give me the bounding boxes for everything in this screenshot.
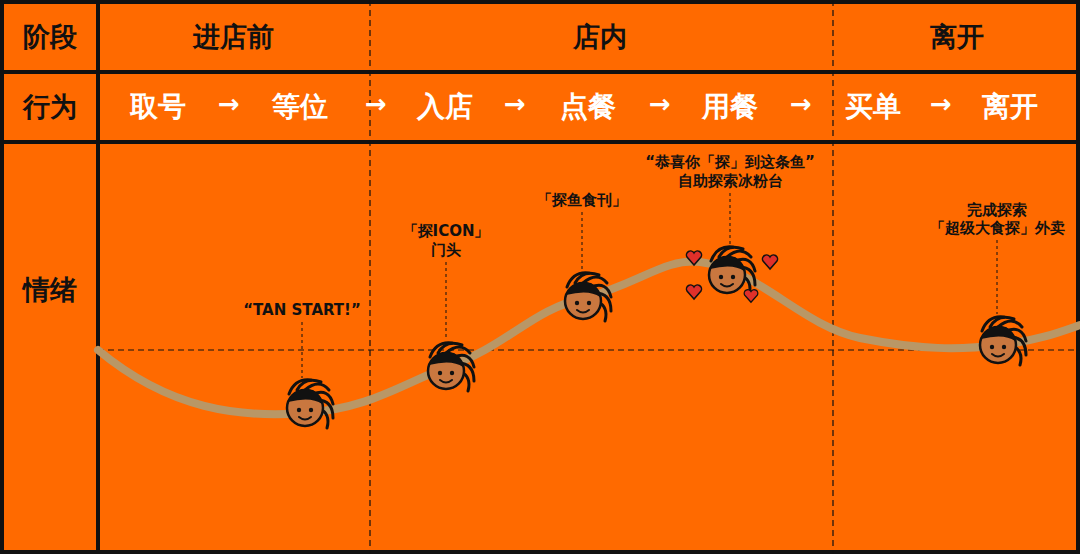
flow-arrow: → — [504, 90, 526, 120]
face-smile — [428, 343, 474, 391]
row-header: 情绪 — [23, 274, 77, 305]
stage-header: 进店前 — [193, 21, 274, 52]
action-step: 取号 — [130, 91, 186, 123]
action-step: 买单 — [845, 91, 901, 123]
flow-arrow: → — [930, 90, 952, 120]
action-step: 点餐 — [560, 91, 616, 123]
hearts — [686, 251, 777, 302]
action-step: 等位 — [272, 91, 328, 123]
touchpoint-label: 完成探索 — [967, 202, 1027, 219]
stage-dividers — [370, 0, 833, 554]
touchpoint-label: “TAN START!” — [243, 302, 361, 319]
touchpoint-label: 自助探索冰粉台 — [678, 173, 783, 190]
face-love — [709, 247, 755, 295]
flow-arrow: → — [365, 90, 387, 120]
row-header: 行为 — [23, 91, 77, 122]
flow-arrow: → — [218, 90, 240, 120]
row-header: 阶段 — [23, 21, 77, 52]
grid-line — [0, 70, 1080, 74]
touchpoint-label: 门头 — [431, 242, 461, 259]
stage-header: 离开 — [930, 21, 984, 52]
face-content — [980, 317, 1026, 365]
action-step: 离开 — [982, 91, 1038, 123]
action-step: 用餐 — [702, 91, 758, 123]
leader-lines — [302, 193, 997, 378]
touchpoint-label: 「探鱼食刊」 — [537, 192, 627, 209]
touchpoint-label: “恭喜你「探」到这条鱼” — [645, 154, 815, 171]
emotion-curve — [98, 262, 1080, 415]
grid-line — [0, 140, 1080, 144]
face-angry — [287, 380, 333, 428]
stage-header: 店内 — [573, 21, 627, 52]
flow-arrow: → — [649, 90, 671, 120]
flow-arrow: → — [790, 90, 812, 120]
touchpoint-label: 「超级大食探」外卖 — [930, 220, 1065, 237]
face-happy — [565, 273, 611, 321]
touchpoint-label: 「探ICON」 — [403, 223, 490, 240]
grid-line — [96, 0, 100, 554]
action-step: 入店 — [417, 91, 473, 123]
